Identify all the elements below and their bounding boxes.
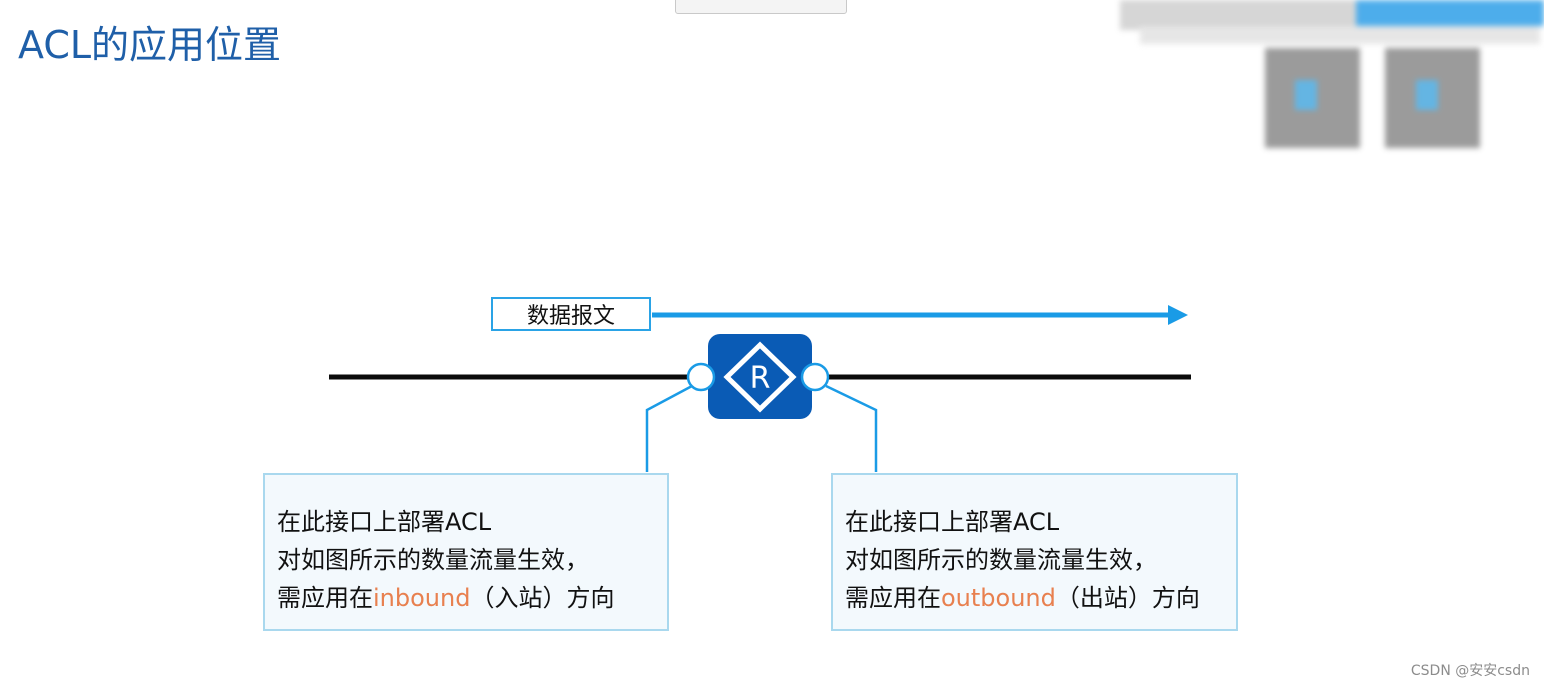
top-status-tab[interactable] <box>675 0 847 14</box>
inbound-note-prefix: 需应用在 <box>277 584 373 612</box>
right-connector <box>825 384 878 472</box>
router-letter: R <box>750 361 771 396</box>
interface-inbound[interactable] <box>686 362 716 392</box>
packet-label: 数据报文 <box>491 297 651 331</box>
interface-outbound[interactable] <box>800 362 830 392</box>
inbound-note-suffix: （入站）方向 <box>470 584 615 612</box>
packet-flow-arrowhead <box>1168 305 1188 325</box>
outbound-keyword: outbound <box>941 584 1056 612</box>
left-connector <box>645 384 693 472</box>
outbound-note: 在此接口上部署ACL 对如图所示的数量流量生效， 需应用在outbound（出站… <box>831 473 1238 631</box>
outbound-note-line1: 在此接口上部署ACL <box>845 508 1060 536</box>
outbound-note-prefix: 需应用在 <box>845 584 941 612</box>
inbound-note-line2: 对如图所示的数量流量生效， <box>277 546 589 574</box>
inbound-note-line1: 在此接口上部署ACL <box>277 508 492 536</box>
inbound-note: 在此接口上部署ACL 对如图所示的数量流量生效， 需应用在inbound（入站）… <box>263 473 669 631</box>
inbound-keyword: inbound <box>373 584 471 612</box>
outbound-note-line2: 对如图所示的数量流量生效， <box>845 546 1157 574</box>
outbound-note-line3: 需应用在outbound（出站）方向 <box>845 579 1236 617</box>
inbound-note-line3: 需应用在inbound（入站）方向 <box>277 579 667 617</box>
blurred-video-overlay <box>1120 0 1544 160</box>
outbound-note-suffix: （出站）方向 <box>1055 584 1200 612</box>
router-icon: R <box>708 334 812 419</box>
watermark: CSDN @安安csdn <box>1410 663 1530 679</box>
page-title: ACL的应用位置 <box>18 23 282 67</box>
